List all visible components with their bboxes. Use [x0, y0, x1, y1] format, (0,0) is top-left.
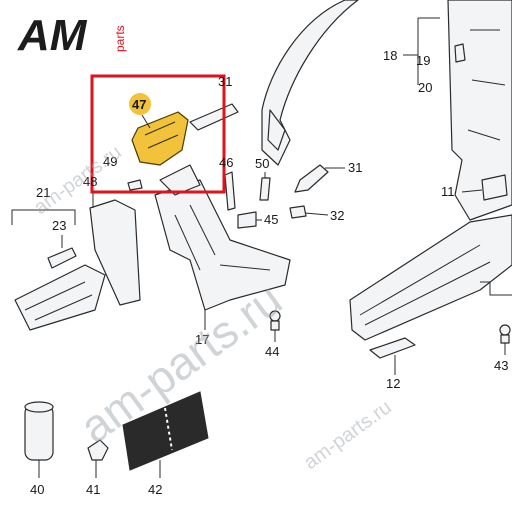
callout-45: 45 — [264, 212, 278, 227]
part-17-panel — [154, 179, 291, 311]
callout-43: 43 — [494, 358, 508, 373]
callout-42: 42 — [148, 482, 162, 497]
rocker-detail — [359, 244, 491, 326]
leader-32 — [304, 212, 329, 216]
callout-47-marker — [129, 93, 151, 115]
callout-31-right: 31 — [348, 160, 362, 175]
highlight-box — [90, 74, 226, 194]
part-50-strip — [259, 177, 271, 201]
part-11-bracket — [481, 174, 508, 201]
part-49-screw — [127, 179, 143, 191]
b-pillar-detail — [467, 29, 506, 141]
part-32-clip — [289, 205, 307, 219]
callout-20: 20 — [418, 80, 432, 95]
callout-40: 40 — [30, 482, 44, 497]
callout-41: 41 — [86, 482, 100, 497]
bracket-11-line — [461, 189, 483, 193]
callout-32: 32 — [330, 208, 344, 223]
part-47-detail — [144, 121, 179, 149]
callout-31-top: 31 — [218, 74, 232, 89]
callout-labels: 11 12 17 18 19 20 21 23 31 31 32 40 41 4… — [30, 48, 508, 497]
callout-11: 11 — [441, 184, 455, 199]
callout-23: 23 — [52, 218, 66, 233]
callout-50: 50 — [255, 156, 269, 171]
am-parts-logo: AM parts — [17, 11, 127, 60]
part-48-panel — [159, 164, 201, 196]
part-17-detail — [174, 204, 271, 271]
bracket-18-line — [403, 17, 440, 85]
part-46-strip — [224, 171, 236, 211]
part-42-pad — [122, 391, 209, 471]
part-21-member — [14, 264, 106, 331]
part-48-side-panel — [89, 199, 141, 306]
callout-47: 47 — [132, 97, 146, 112]
part-40-canister — [24, 401, 54, 461]
part-41-grommet — [87, 439, 109, 461]
watermark-small-right: am-parts.ru — [300, 396, 396, 474]
logo-sub: parts — [113, 25, 127, 52]
part-47-highlighted — [131, 111, 189, 166]
callout-46: 46 — [219, 155, 233, 170]
part-45-bracket — [237, 211, 257, 229]
a-pillar-inner — [267, 109, 286, 151]
part-21-detail — [24, 281, 93, 321]
callout-44: 44 — [265, 344, 279, 359]
part-23-clip — [47, 247, 77, 269]
leader-47 — [141, 114, 151, 129]
callout-17: 17 — [195, 332, 209, 347]
part-31-bracket — [294, 164, 329, 193]
part-12-bracket — [369, 337, 416, 359]
callout-12: 12 — [386, 376, 400, 391]
clip-19 — [454, 43, 466, 63]
a-pillar — [261, 0, 359, 166]
bracket-right-line — [480, 281, 512, 296]
logo-main: AM — [17, 11, 88, 60]
callout-18: 18 — [383, 48, 397, 63]
callout-48: 48 — [83, 174, 97, 189]
bolt-43 — [499, 324, 511, 344]
callout-21: 21 — [36, 185, 50, 200]
bracket-21-line — [11, 209, 76, 225]
callout-19: 19 — [416, 53, 430, 68]
rocker-panel — [349, 214, 512, 341]
part-31-top-strip — [189, 103, 239, 131]
callout-49: 49 — [103, 154, 117, 169]
